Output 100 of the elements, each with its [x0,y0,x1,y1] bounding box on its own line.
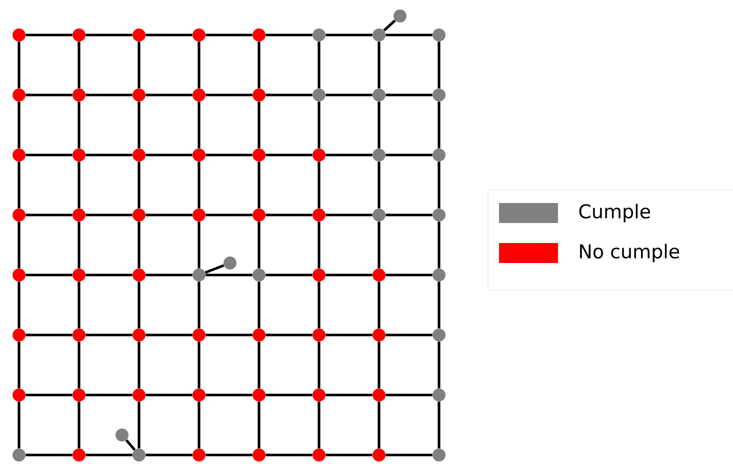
graph-node [132,388,146,402]
edge [318,282,320,328]
legend-label: Cumple [579,204,650,222]
graph-node [252,388,266,402]
graph-node [372,268,386,282]
edge [198,222,200,268]
legend-label: No cumple [580,244,680,262]
edge [266,94,312,96]
graph-node [192,148,206,162]
edge [386,274,432,276]
edge [146,334,192,336]
graph-node [372,328,386,342]
graph-node [432,328,446,342]
edge [438,162,440,208]
edge [266,154,312,156]
edge [86,154,132,156]
graph-node [252,28,266,42]
edge [86,334,132,336]
edge [266,274,312,276]
graph-node [12,88,26,102]
edge [78,162,80,208]
edge [26,394,72,396]
edge [258,42,260,88]
edge [378,342,380,388]
graph-node [312,388,326,402]
edge [146,94,192,96]
edge [438,102,440,148]
edge [318,42,320,88]
edge [206,94,252,96]
graph-node [224,256,236,270]
edge [26,34,72,36]
graph-node [72,448,86,462]
graph-node [12,28,26,42]
edge [318,102,320,148]
graph-node [132,268,146,282]
graph-node [252,88,266,102]
edge [438,42,440,88]
edge [326,94,372,96]
graph-node [12,388,26,402]
edge [266,454,312,456]
edge [26,454,72,456]
edge [86,34,132,36]
edge [18,222,20,268]
edge [146,394,192,396]
graph-node [252,328,266,342]
edge [386,154,432,156]
graph-node [432,88,446,102]
edge [266,34,312,36]
edge [258,402,260,448]
graph-node [372,88,386,102]
graph-node [132,28,146,42]
graph-node [252,208,266,222]
edge [26,274,72,276]
graph-node [432,28,446,42]
edge [86,94,132,96]
edge [326,214,372,216]
graph-node [372,148,386,162]
graph-node [12,268,26,282]
graph-node [252,448,266,462]
graph-node [72,28,86,42]
edge [386,34,432,36]
graph-node [252,148,266,162]
edge [206,214,252,216]
edge [206,154,252,156]
edge [78,342,80,388]
edge [318,402,320,448]
edge [378,402,380,448]
edge [326,394,372,396]
edge [266,334,312,336]
edge [386,454,432,456]
graph-node [432,448,446,462]
edge [198,402,200,448]
graph-node [72,268,86,282]
graph-node [132,328,146,342]
edge [204,264,224,274]
graph-node [132,88,146,102]
graph-node [12,448,26,462]
edge [206,334,252,336]
graph-node [372,448,386,462]
edge [206,34,252,36]
edge [378,42,380,88]
edge [326,274,372,276]
graph-node [312,328,326,342]
edge [438,342,440,388]
graph-node [432,208,446,222]
graph-node [72,388,86,402]
edge [258,102,260,148]
edge [78,402,80,448]
edge [18,282,20,328]
graph-node [12,328,26,342]
edge [86,394,132,396]
edge [138,222,140,268]
edge [198,342,200,388]
edge [18,402,20,448]
graph-node [312,208,326,222]
edge [386,214,432,216]
graph-node [132,208,146,222]
graph-node [72,148,86,162]
edge [438,402,440,448]
edge [378,282,380,328]
